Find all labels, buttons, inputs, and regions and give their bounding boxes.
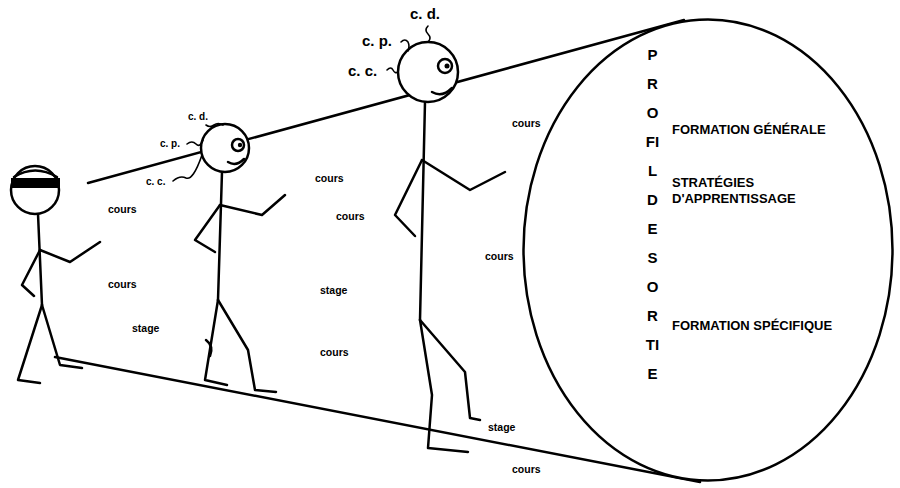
figure-cap — [11, 178, 60, 188]
profile-ellipse: PROFIL DE SORTIE FORMATION GÉNÉRALE STRATÉ… — [522, 18, 894, 482]
head-callout: c. d. — [188, 111, 208, 123]
figure-head — [11, 166, 59, 214]
figure-arm — [422, 160, 505, 190]
figure-head — [398, 42, 458, 102]
figure-arm — [40, 242, 100, 262]
profile-heading: FORMATION SPÉCIFIQUE — [672, 318, 832, 334]
figure-arm — [22, 250, 40, 296]
activity-label: cours — [108, 278, 137, 290]
leader-line — [401, 40, 409, 51]
activity-label: stage — [488, 421, 515, 433]
leader-line — [426, 26, 430, 42]
figure-leg — [42, 305, 82, 368]
activity-label: stage — [320, 284, 347, 296]
figure-smile — [432, 88, 452, 94]
figure-body — [38, 214, 42, 305]
ellipse-shape — [524, 20, 893, 481]
activity-label: cours — [512, 463, 541, 475]
leader-line — [173, 155, 202, 181]
figure-leg — [420, 320, 480, 420]
figure-knee — [206, 340, 211, 356]
figure-leg — [18, 305, 42, 383]
figure-cap — [14, 171, 57, 178]
figure-leg — [218, 300, 276, 392]
leader-lines — [173, 26, 430, 181]
head-callout: c. c. — [146, 176, 165, 188]
activity-label: cours — [512, 117, 541, 129]
figure-smile — [228, 159, 244, 164]
leader-line — [187, 140, 203, 145]
figure-leg — [420, 320, 468, 452]
profile-heading: FORMATION GÉNÉRALE — [672, 122, 826, 138]
figure-pupil — [238, 143, 242, 147]
figure-pupil — [445, 64, 450, 69]
figure-head — [201, 124, 249, 172]
leader-line — [206, 124, 223, 127]
figure-body — [420, 102, 425, 320]
head-callout: c. p. — [160, 138, 180, 150]
activity-label: cours — [315, 172, 344, 184]
activity-label: cours — [320, 346, 349, 358]
figure-arm — [395, 160, 422, 236]
activity-label: stage — [132, 322, 159, 334]
activity-label: cours — [108, 203, 137, 215]
figure-arm — [195, 205, 220, 252]
profile-heading: STRATÉGIES D'APPRENTISSAGE — [672, 175, 876, 208]
activity-label: cours — [336, 210, 365, 222]
head-callout: c. d. — [410, 5, 440, 22]
figure-leg — [205, 300, 227, 385]
ellipse-outline — [522, 18, 894, 482]
figure-eye — [232, 139, 244, 151]
head-callout: c. p. — [362, 32, 392, 49]
figure-eye — [438, 59, 452, 73]
head-callout: c. c. — [348, 62, 377, 79]
figure-arm — [220, 195, 285, 215]
activity-label: cours — [485, 250, 514, 262]
leader-line — [387, 68, 398, 73]
figure-body — [218, 172, 222, 300]
vertical-title: PROFIL DE SORTIE — [645, 40, 660, 388]
